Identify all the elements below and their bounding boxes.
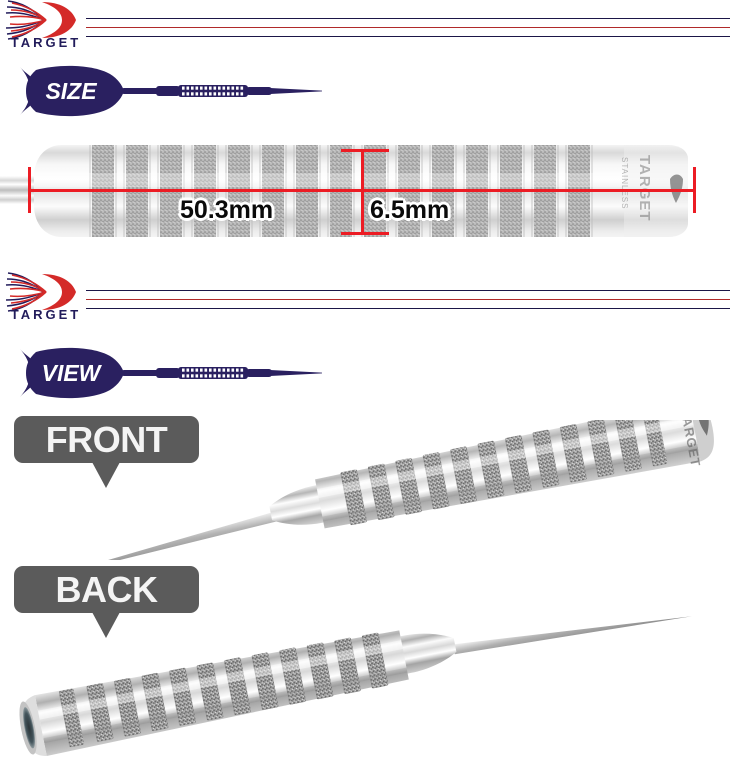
- diameter-measure-line: [361, 149, 364, 235]
- barrel-engraving: TARGET STAINLESS: [620, 155, 653, 222]
- header-rules: [86, 8, 730, 37]
- brand-header-middle: TARGET: [0, 272, 730, 332]
- brand-wordmark: TARGET: [10, 307, 82, 322]
- svg-text:TARGET: TARGET: [636, 155, 653, 222]
- back-view-callout: BACK: [14, 566, 199, 638]
- rule-navy-top: [86, 18, 730, 19]
- brand-header-top: TARGET: [0, 0, 730, 60]
- dart-point: [452, 616, 692, 655]
- rule-navy-top: [86, 290, 730, 291]
- header-rules: [86, 280, 730, 309]
- size-banner-label: SIZE: [45, 78, 97, 104]
- view-banner: VIEW: [6, 344, 326, 402]
- target-arrow-fan-logo: [4, 272, 86, 328]
- front-label: FRONT: [45, 419, 168, 460]
- brand-wordmark: TARGET: [10, 35, 82, 50]
- view-banner-label: VIEW: [41, 360, 101, 386]
- rule-navy-bottom: [86, 36, 730, 37]
- svg-text:STAINLESS: STAINLESS: [620, 157, 629, 209]
- length-measure-cap-left: [28, 167, 31, 213]
- rule-navy-bottom: [86, 308, 730, 309]
- dart-back-view-photo: [0, 600, 730, 780]
- rule-red-middle: [86, 27, 730, 28]
- back-label: BACK: [55, 569, 159, 610]
- length-label: 50.3mm: [180, 196, 274, 224]
- rule-red-middle: [86, 299, 730, 300]
- dart-front-view-photo: TARGET: [0, 420, 730, 560]
- diameter-measure-cap-bottom: [341, 232, 389, 235]
- callout-box: [14, 416, 199, 463]
- stem-bore: [23, 707, 36, 749]
- target-arrow-fan-logo: [4, 0, 86, 56]
- size-banner: SIZE: [6, 62, 326, 120]
- dart-point: [41, 511, 277, 560]
- callout-tail: [92, 612, 120, 638]
- callout-box: [14, 566, 199, 613]
- callout-tail: [92, 462, 120, 488]
- diameter-measure-cap-top: [341, 149, 389, 152]
- length-measure-cap-right: [693, 167, 696, 213]
- front-view-callout: FRONT: [14, 416, 199, 488]
- diameter-label: 6.5mm: [370, 196, 450, 224]
